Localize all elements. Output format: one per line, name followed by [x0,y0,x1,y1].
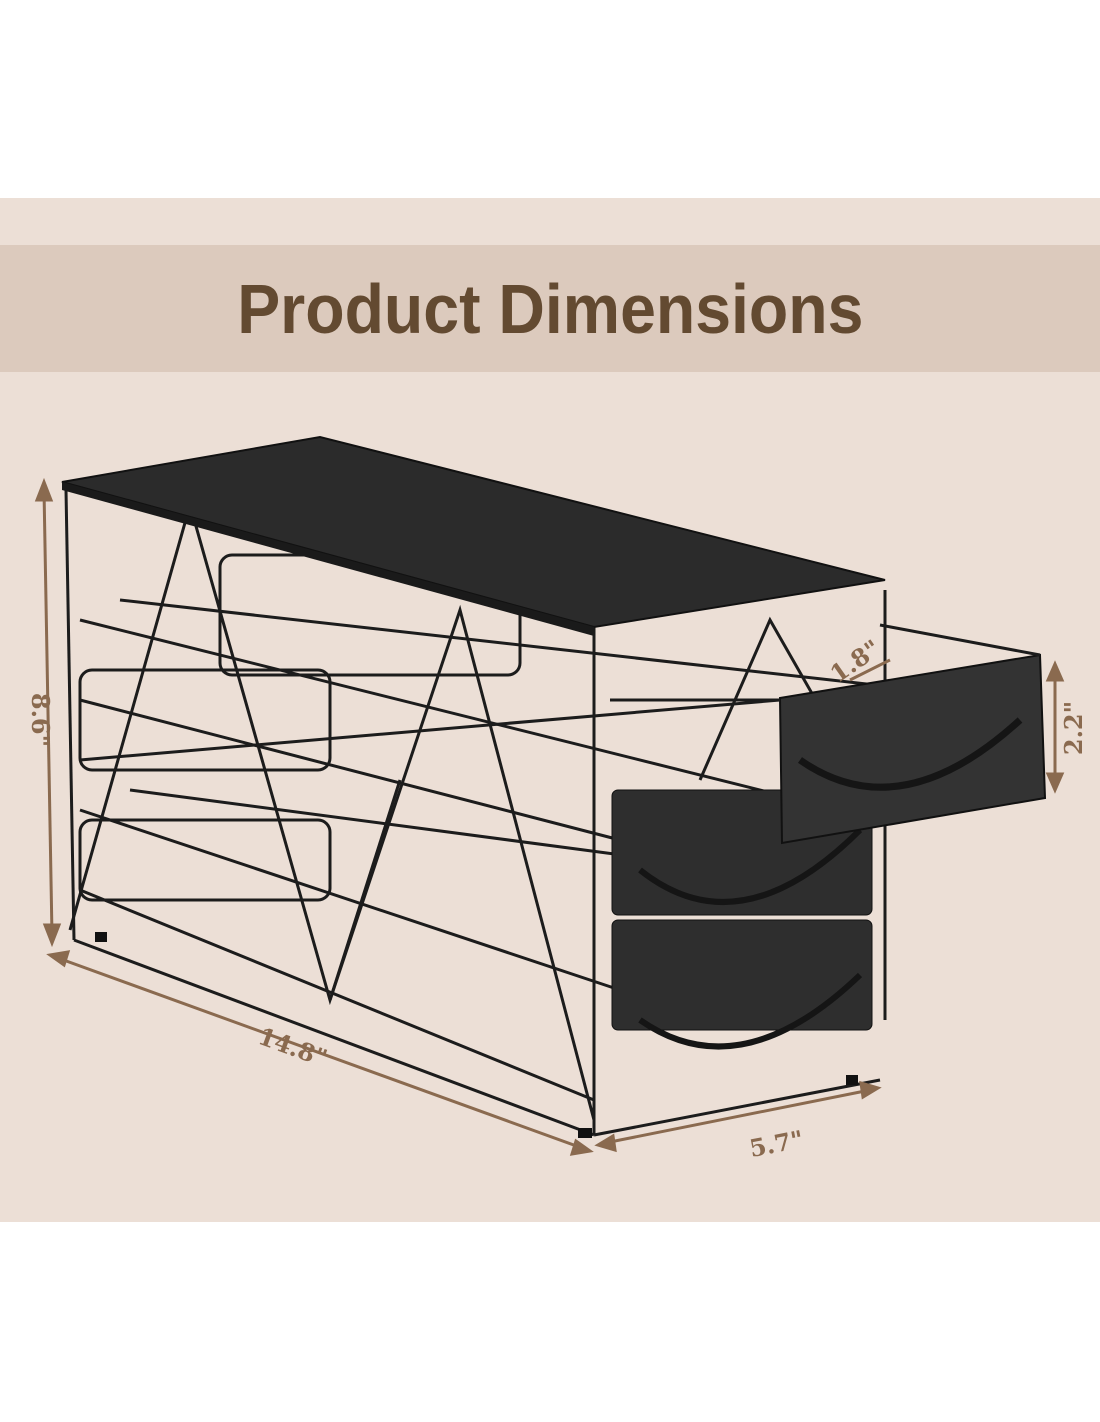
drawer-pulled-out [610,623,1047,845]
height-label: 8.6" [26,693,55,747]
rack-frame [64,489,921,1137]
drawer-bottom [611,919,873,1050]
drawer-height-label: 2.2" [1059,701,1088,755]
page-title: Product Dimensions [236,269,864,348]
depth-label: 5.7" [747,1124,806,1163]
dimension-lines [34,477,1065,1156]
length-label: 14.8" [255,1021,332,1073]
title-banner: Product Dimensions [0,245,1100,372]
